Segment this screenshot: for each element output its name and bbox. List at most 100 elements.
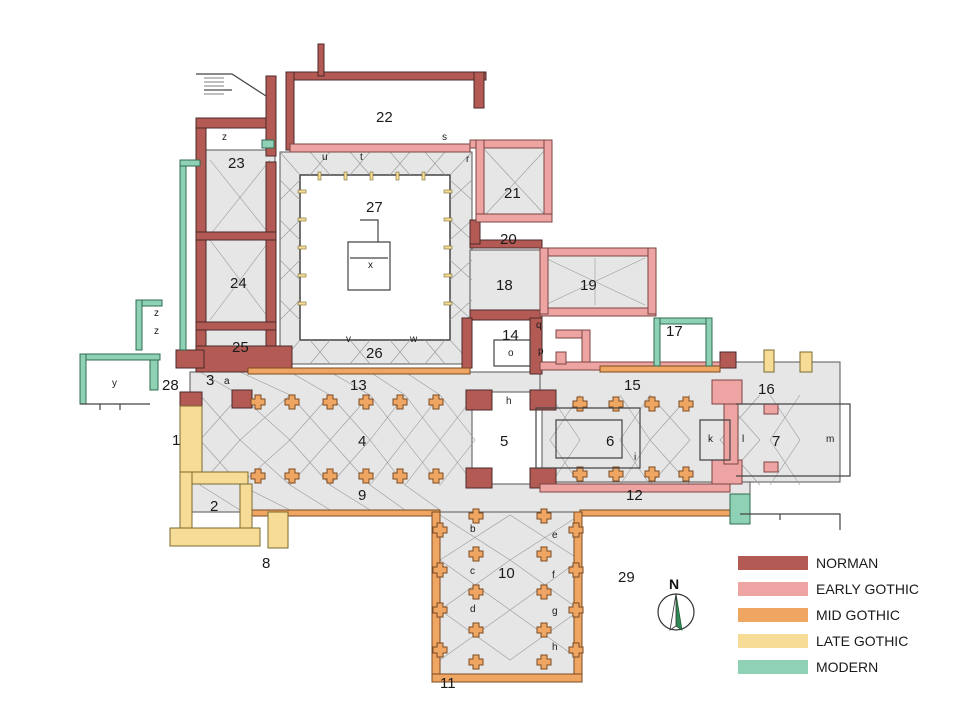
room-label-12: 12 (626, 487, 643, 504)
cloister-window (443, 189, 453, 194)
pier (536, 584, 552, 600)
cloister-window (369, 171, 374, 181)
room-label-26: 26 (366, 345, 383, 362)
pier (358, 468, 374, 484)
cloister-window (443, 301, 453, 306)
cloister-window (343, 171, 348, 181)
pier (568, 602, 584, 618)
pier (568, 522, 584, 538)
legend-label-late-gothic: LATE GOTHIC (816, 633, 908, 649)
legend-label-modern: MODERN (816, 659, 878, 675)
room-label-20: 20 (500, 231, 517, 248)
room-label-17: 17 (666, 323, 683, 340)
pier (568, 562, 584, 578)
pier (432, 522, 448, 538)
legend-swatch-modern (738, 660, 808, 674)
room-18-floor (469, 249, 543, 311)
cloister-window (297, 273, 307, 278)
pier (392, 468, 408, 484)
pier (568, 642, 584, 658)
letter-h-crossing: h (506, 396, 512, 407)
pier (536, 654, 552, 670)
room-label-24: 24 (230, 275, 247, 292)
pier (468, 654, 484, 670)
compass-needle-shadow (669, 593, 677, 631)
room-label-5: 5 (500, 433, 508, 450)
pier (322, 468, 338, 484)
pier (468, 584, 484, 600)
letter-u: u (322, 152, 328, 163)
pier (432, 562, 448, 578)
room-label-6: 6 (606, 433, 614, 450)
letter-p: p (538, 346, 544, 357)
letter-z-1: z (154, 308, 159, 319)
pier (392, 394, 408, 410)
pier (468, 622, 484, 638)
room-label-28: 28 (162, 377, 179, 394)
cloister-window (297, 217, 307, 222)
legend-swatch-norman (738, 556, 808, 570)
pier (536, 546, 552, 562)
late-gothic-walls (169, 349, 813, 549)
room-label-7: 7 (772, 433, 780, 450)
letter-o: o (508, 348, 514, 359)
pier (250, 394, 266, 410)
west-range-floor (204, 149, 276, 351)
mid-gothic-walls (247, 365, 731, 683)
letter-c: c (470, 566, 475, 577)
pier (468, 508, 484, 524)
pier (678, 466, 694, 482)
modern-walls (79, 139, 751, 525)
legend-swatch-mid-gothic (738, 608, 808, 622)
room-label-11: 11 (440, 675, 456, 692)
room-label-25: 25 (232, 339, 249, 356)
pier (250, 468, 266, 484)
pier (432, 642, 448, 658)
room-label-27: 27 (366, 199, 383, 216)
pier (284, 394, 300, 410)
stair (204, 77, 224, 95)
letter-t: t (360, 152, 363, 163)
pier (428, 468, 444, 484)
letter-labels: a b c d e f g h h i k l m o p q r s t u … (112, 132, 834, 653)
floor-areas (189, 144, 841, 683)
norman-walls (175, 43, 737, 489)
pier (644, 466, 660, 482)
room-label-18: 18 (496, 277, 513, 294)
letter-f: f (552, 570, 555, 581)
room-label-3: 3 (206, 372, 214, 389)
letter-x: x (368, 260, 373, 271)
letter-b: b (470, 524, 476, 535)
room-label-9: 9 (358, 487, 366, 504)
letter-a: a (224, 376, 230, 387)
room-label-19: 19 (580, 277, 597, 294)
letter-i: i (634, 452, 636, 463)
room-label-22: 22 (376, 109, 393, 126)
cloister-window (317, 171, 322, 181)
pier (536, 508, 552, 524)
room-label-4: 4 (358, 433, 366, 450)
legend-label-early-gothic: EARLY GOTHIC (816, 581, 919, 597)
pier (572, 396, 588, 412)
pier (608, 396, 624, 412)
cloister-window (297, 189, 307, 194)
letter-y: y (112, 378, 117, 389)
pier (284, 468, 300, 484)
legend-label-norman: NORMAN (816, 555, 878, 571)
room-label-15: 15 (624, 377, 641, 394)
compass-north-label: N (669, 576, 679, 592)
room-label-29: 29 (618, 569, 635, 586)
pier (572, 466, 588, 482)
pier (468, 546, 484, 562)
pier (536, 622, 552, 638)
legend-swatch-early-gothic (738, 582, 808, 596)
cloister-window (297, 245, 307, 250)
room-label-2: 2 (210, 498, 218, 515)
room-label-10: 10 (498, 565, 515, 582)
pier (358, 394, 374, 410)
legend-swatch-late-gothic (738, 634, 808, 648)
room-numbers: 1 2 3 4 5 6 7 8 9 10 11 12 13 14 15 16 1… (162, 109, 780, 692)
room-label-16: 16 (758, 381, 775, 398)
